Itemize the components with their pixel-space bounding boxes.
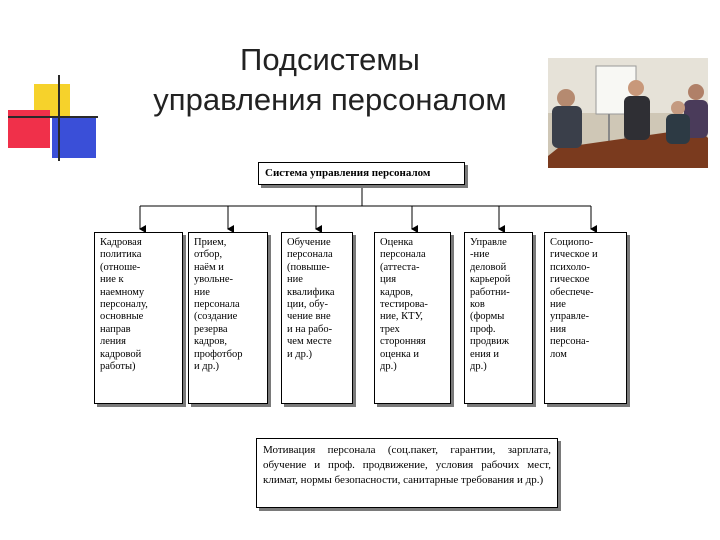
- subsystem-assessment: Оценка персонала (аттеста- ция кадров, т…: [374, 232, 451, 404]
- slide-title: Подсистемы управления персоналом: [110, 40, 550, 120]
- title-line-1: Подсистемы: [240, 42, 420, 77]
- subsystem-hiring: Прием, отбор, наём и увольне- ние персон…: [188, 232, 268, 404]
- motivation-text: Мотивация персонала (соц.пакет, гарантии…: [263, 444, 551, 486]
- motivation-box: Мотивация персонала (соц.пакет, гарантии…: [256, 438, 558, 508]
- subsystem-hr-policy: Кадровая политика (отноше- ние к наемном…: [94, 232, 183, 404]
- root-node-label: Система управления персоналом: [265, 167, 431, 179]
- root-node-box: Система управления персоналом: [258, 162, 465, 185]
- slide-corner-decoration: [0, 0, 100, 161]
- title-line-2: управления персоналом: [153, 82, 507, 117]
- office-meeting-photo: [548, 58, 708, 168]
- subsystem-training: Обучение персонала (повыше- ние квалифик…: [281, 232, 353, 404]
- subsystem-psychology: Социопо- гическое и психоло- гическое об…: [544, 232, 627, 404]
- subsystem-career: Управле -ние деловой карьерой работни- к…: [464, 232, 533, 404]
